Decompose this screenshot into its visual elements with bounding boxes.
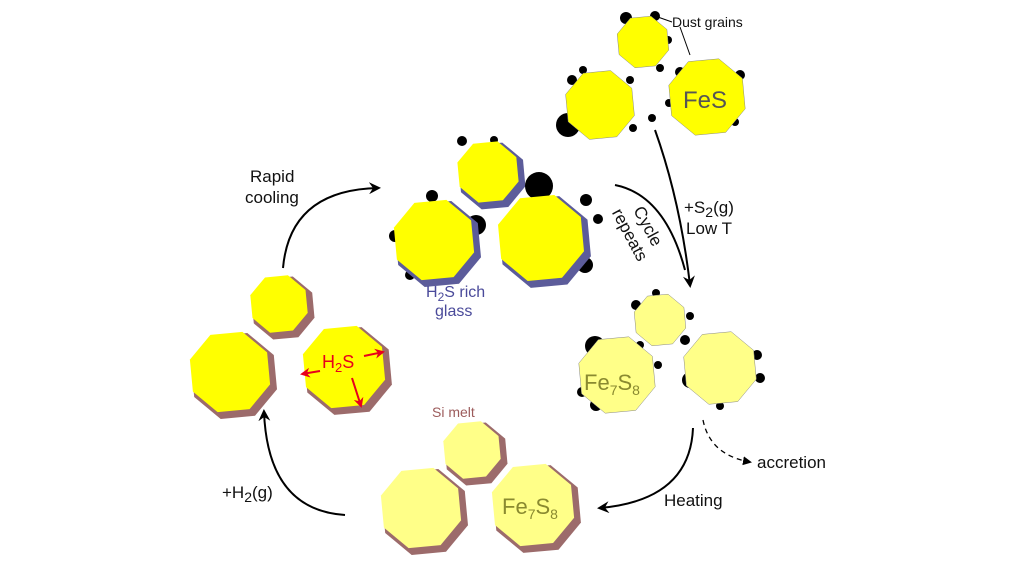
dust-grain-dot [656, 64, 664, 72]
sulfide-grain [498, 195, 584, 281]
sulfide-grain [491, 463, 575, 547]
dust-grain-dot [457, 136, 467, 146]
dust-grain-dot [648, 114, 656, 122]
dust-grain-dot [654, 361, 662, 369]
sulfide-grain [189, 331, 271, 413]
sulfide-grain [380, 467, 462, 549]
dust-grains-label: Dust grains [672, 14, 743, 30]
rapid-label: Rapid [250, 167, 294, 186]
arrow-cycle-repeats [614, 184, 686, 271]
low-t-label: Low T [686, 219, 732, 238]
s2-label: +S2(g) [684, 198, 734, 220]
arrow-hydrogen [258, 409, 346, 516]
dust-grain-dot [686, 312, 694, 320]
dust-grain-dot [629, 124, 637, 132]
sulfide-grain [668, 58, 746, 136]
dust-pointer-2 [679, 26, 691, 56]
sulfide-grain [393, 199, 475, 281]
dust-grain-dot [716, 402, 724, 410]
sulfide-grain [633, 293, 687, 347]
heating-label: Heating [664, 491, 723, 510]
sulfide-grain [443, 421, 501, 479]
dust-grain-dot [680, 335, 690, 345]
dust-pointer-1 [654, 15, 673, 23]
dust-grain-dot [580, 194, 592, 206]
dust-grain-dot [626, 76, 634, 84]
sulfide-grain [683, 331, 757, 405]
si-melt-label: Si melt [432, 404, 475, 420]
dust-grain-dot [755, 373, 765, 383]
accretion-label: accretion [757, 453, 826, 472]
sulfide-grain [565, 70, 635, 140]
dust-grain-dot [567, 75, 577, 85]
arrow-accretion [702, 419, 752, 466]
h2-label: +H2(g) [222, 483, 273, 505]
arrow-heating [597, 427, 694, 514]
h2s-rich-label: H2S rich [426, 284, 485, 304]
sulfide-grain [616, 15, 670, 69]
arrow-rapid-cooling [282, 182, 381, 269]
fe7s8-label-bottom: Fe7S8 [502, 494, 558, 522]
h2s-arrow-left [300, 367, 321, 378]
dust-grain-dot [426, 190, 438, 202]
fes-label: FeS [683, 87, 727, 114]
sulfide-grain [302, 325, 386, 409]
sulfide-grain [250, 275, 308, 333]
dust-grain-dot [579, 66, 587, 74]
arrow-sulfidation [654, 129, 695, 288]
glass-label: glass [435, 303, 472, 320]
dust-grain-dot [593, 214, 603, 224]
dust-grain-dot [525, 172, 553, 200]
cycle-repeats-label: Cycle repeats [608, 203, 666, 264]
sulfide-grain [578, 336, 656, 414]
cooling-label: cooling [245, 188, 299, 207]
grains-layer [189, 11, 765, 555]
h2s-arrow-right [363, 348, 385, 359]
sulfide-grain [457, 141, 519, 203]
fe7s8-label-right: Fe7S8 [584, 370, 640, 398]
h2s-label: H2S [322, 352, 354, 375]
h2s-arrow-down [351, 377, 364, 408]
